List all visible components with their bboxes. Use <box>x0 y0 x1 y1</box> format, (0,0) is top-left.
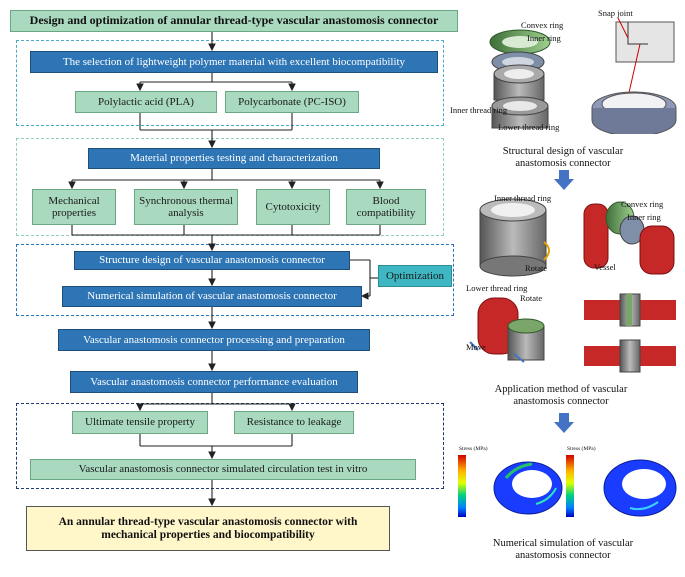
testing-box: Material properties testing and characte… <box>88 148 380 169</box>
stress-legend-1 <box>458 455 466 517</box>
title-box: Design and optimization of annular threa… <box>10 10 458 32</box>
result-box: An annular thread-type vascular anastomo… <box>26 506 390 551</box>
pla-box: Polylactic acid (PLA) <box>75 91 217 113</box>
numerical-simulation-box: Numerical simulation of vascular anastom… <box>62 286 362 307</box>
material-group-frame <box>16 40 444 126</box>
app-rotate-label-2: Rotate <box>520 293 543 303</box>
stress-legend-2 <box>566 455 574 517</box>
app-convex-label: Convex ring <box>621 199 664 209</box>
struct-lower-thread-label: Lower thread ring <box>498 122 560 132</box>
app-lower-thread-label: Lower thread ring <box>466 283 528 293</box>
application-thread-ring <box>479 198 550 277</box>
thermal-box: Synchronous thermal analysis <box>134 189 238 225</box>
evaluation-box: Vascular anastomosis connector performan… <box>70 371 358 393</box>
circulation-box: Vascular anastomosis connector simulated… <box>30 459 416 480</box>
snap-joint-view <box>591 17 677 134</box>
cytotoxicity-box: Cytotoxicity <box>256 189 330 225</box>
structural-exploded-view <box>489 29 551 129</box>
material-selection-box: The selection of lightweight polymer mat… <box>30 51 438 73</box>
arrow-down-icon <box>554 413 574 433</box>
structural-caption: Structural design of vascular anastomosi… <box>502 146 624 170</box>
stress-contour-ring-1 <box>493 461 563 515</box>
arrow-down-icon <box>554 170 574 190</box>
app-inner-label: Inner ring <box>627 212 661 222</box>
application-caption: Application method of vascular anastomos… <box>494 384 628 408</box>
stress-contour-ring-2 <box>603 459 677 517</box>
tensile-box: Ultimate tensile property <box>72 411 208 434</box>
app-vessel-label: Vessel <box>594 262 616 272</box>
mechanical-box: Mechanical properties <box>32 189 116 225</box>
application-exploded-vessel <box>583 201 675 275</box>
stress-legend-title-1: Stress (MPa) <box>459 446 488 452</box>
numerical-caption: Numerical simulation of vascular anastom… <box>492 538 634 562</box>
leakage-box: Resistance to leakage <box>234 411 354 434</box>
structure-design-box: Structure design of vascular anastomosis… <box>74 251 350 270</box>
struct-inner-thread-label: Inner thread ring <box>450 105 508 115</box>
blood-box: Blood compatibility <box>346 189 426 225</box>
processing-box: Vascular anastomosis connector processin… <box>58 329 370 351</box>
app-inner-thread-label: Inner thread ring <box>494 193 552 203</box>
design-group-frame <box>16 244 454 316</box>
application-connected-vessels <box>584 293 676 373</box>
optimization-box: Optimization <box>378 265 452 287</box>
app-move-label: Move <box>466 342 486 352</box>
pc-box: Polycarbonate (PC-ISO) <box>225 91 359 113</box>
app-rotate-label-1: Rotate <box>525 263 548 273</box>
struct-convex-label: Convex ring <box>521 20 564 30</box>
struct-inner-label: Inner ring <box>527 33 561 43</box>
application-assembly <box>469 297 545 363</box>
struct-snap-label: Snap joint <box>598 8 633 18</box>
stress-legend-title-2: Stress (MPa) <box>567 446 596 452</box>
